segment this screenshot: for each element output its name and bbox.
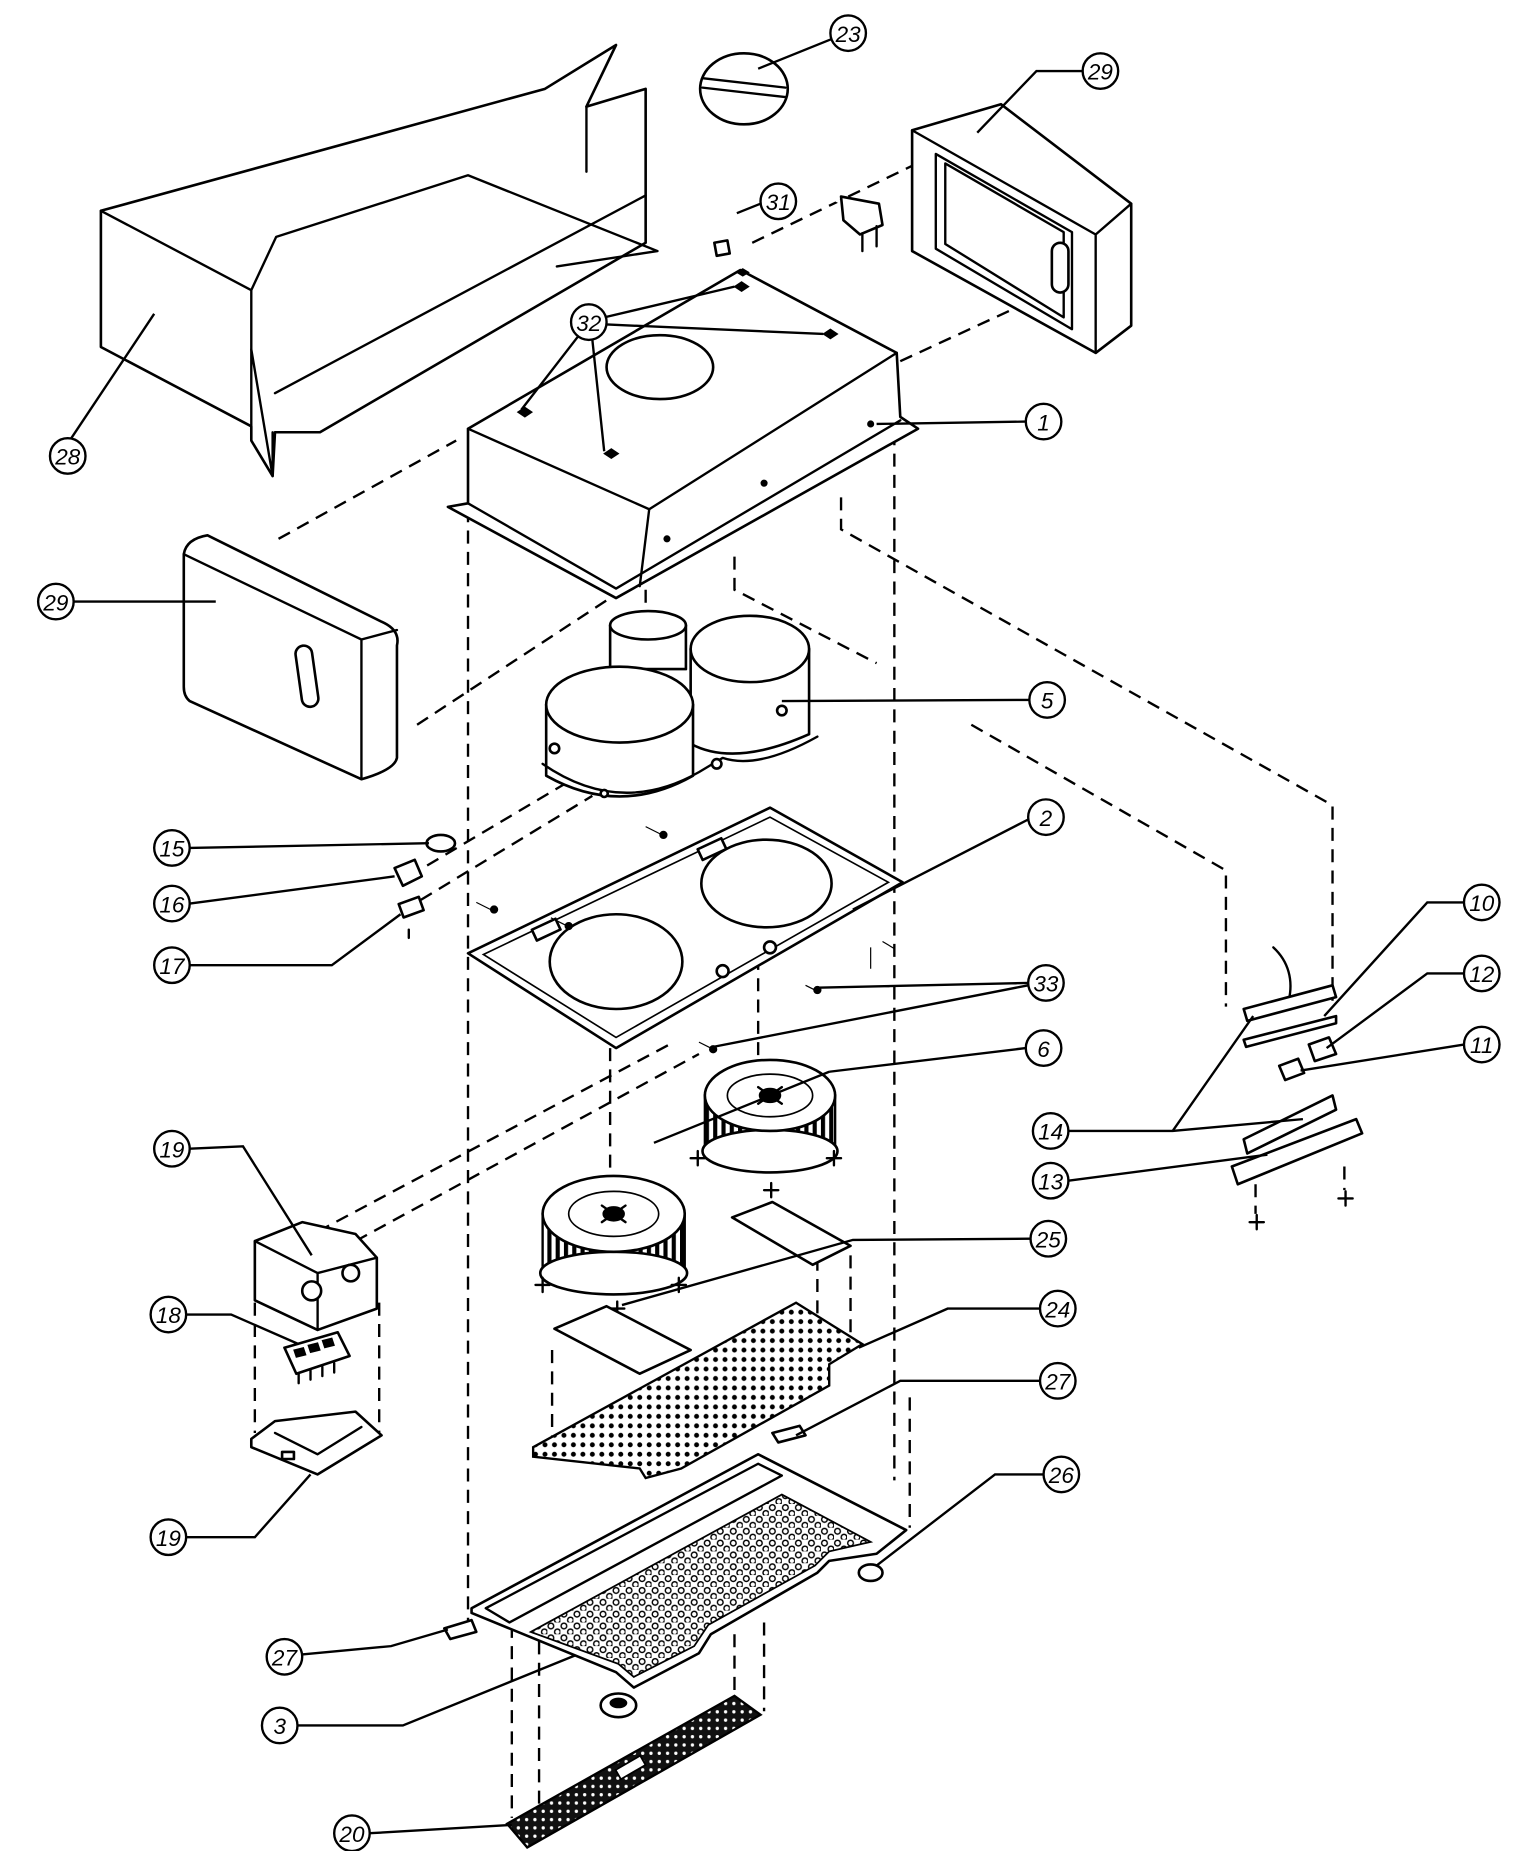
lamp-assembly (1230, 946, 1364, 1231)
callout-15: 15 (153, 828, 429, 867)
callout-label: 11 (1470, 1033, 1493, 1058)
callout-label: 18 (156, 1303, 182, 1328)
callout-label: 33 (1033, 972, 1059, 997)
callout-label: 14 (1038, 1120, 1063, 1145)
callout-label: 19 (159, 1137, 185, 1162)
callout-label: 17 (159, 954, 186, 979)
callout-10: 10 (1323, 883, 1501, 1017)
callout-25: 25 (621, 1219, 1068, 1307)
callout-11: 11 (1300, 1025, 1501, 1072)
blower-wheel-left (538, 1174, 689, 1296)
callout-28: 28 (48, 313, 156, 475)
callout-label: 20 (338, 1822, 365, 1847)
duct-cap (698, 51, 790, 126)
callout-12: 12 (1325, 954, 1501, 1050)
control-box-cover (253, 1220, 379, 1332)
callout-label: 12 (1469, 962, 1495, 987)
control-box-base (249, 1410, 383, 1476)
callout-label: 15 (159, 837, 185, 862)
switch-parts (393, 833, 457, 940)
front-grille (505, 1694, 763, 1849)
callout-label: 31 (766, 190, 791, 215)
callout-label: 13 (1038, 1169, 1064, 1194)
grease-filter (531, 1301, 865, 1480)
callout-24: 24 (858, 1289, 1077, 1349)
callout-26: 26 (875, 1455, 1081, 1567)
callout-23: 23 (757, 14, 868, 70)
filter-clip-left (443, 1618, 478, 1641)
callout-33: 33 (712, 963, 1065, 1049)
callout-32: 32 (520, 285, 824, 452)
main-housing (446, 268, 920, 600)
callout-label: 26 (1048, 1463, 1075, 1488)
callout-label: 19 (156, 1526, 182, 1551)
callout-27-right: 27 (795, 1361, 1077, 1437)
callout-20: 20 (333, 1814, 512, 1851)
callout-16: 16 (153, 875, 395, 923)
callout-19-cover: 19 (153, 1129, 313, 1256)
callout-label: 29 (1087, 60, 1114, 85)
callout-29-block: 29 (36, 582, 216, 621)
callout-label: 24 (1044, 1297, 1070, 1322)
callout-label: 6 (1037, 1037, 1050, 1062)
callout-label: 3 (273, 1714, 286, 1739)
callout-1: 1 (876, 402, 1063, 441)
callout-5: 5 (781, 680, 1067, 719)
callout-6: 6 (653, 1029, 1063, 1144)
wheel-screws (534, 1149, 843, 1317)
callout-label: 23 (835, 22, 862, 47)
callout-13: 13 (1031, 1153, 1268, 1200)
blower-wheel-right (701, 1058, 839, 1174)
callout-label: 27 (1044, 1370, 1072, 1395)
carton-box (99, 43, 659, 478)
callout-label: 16 (159, 892, 185, 917)
callout-27-left: 27 (265, 1628, 449, 1676)
callout-label: 27 (271, 1645, 299, 1670)
callout-label: 1 (1037, 410, 1050, 435)
side-cover-frame (910, 102, 1133, 355)
callout-label: 5 (1041, 689, 1054, 714)
side-cover-block (182, 533, 399, 781)
callout-18: 18 (149, 1295, 300, 1346)
callout-label: 25 (1035, 1227, 1062, 1252)
callout-label: 10 (1469, 891, 1495, 916)
callout-label: 29 (42, 590, 69, 615)
callouts: 23 29 31 32 28 1 29 (36, 14, 1501, 1851)
mounting-plate (466, 806, 904, 1054)
callout-19-base: 19 (149, 1473, 312, 1557)
callout-label: 32 (576, 311, 602, 336)
power-cord (713, 166, 884, 258)
callout-29-frame: 29 (976, 52, 1120, 134)
bottom-tray (470, 1452, 908, 1689)
callout-31: 31 (736, 182, 798, 221)
callout-17: 17 (153, 913, 402, 985)
switch-knob (599, 1692, 638, 1719)
callout-3: 3 (260, 1654, 576, 1745)
callout-label: 2 (1039, 806, 1053, 831)
filter-clip-right (771, 1424, 807, 1444)
blower-housing (541, 609, 819, 799)
callout-14: 14 (1031, 1015, 1304, 1150)
callout-label: 28 (54, 445, 81, 470)
control-board (283, 1330, 351, 1385)
callout-2: 2 (852, 798, 1065, 911)
